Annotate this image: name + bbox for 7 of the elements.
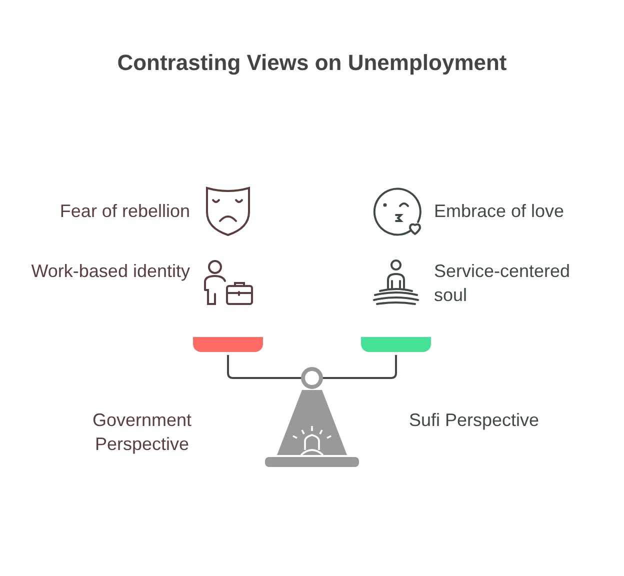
label: Work-based identity [30,260,190,283]
label: Fear of rebellion [58,200,190,223]
label: Service-centered soul [434,260,572,307]
label: Government Perspective [91,409,193,456]
title: Contrasting Views on Unemployment [116,50,508,76]
label: Sufi Perspective [409,409,540,432]
label: Embrace of love [434,200,566,223]
